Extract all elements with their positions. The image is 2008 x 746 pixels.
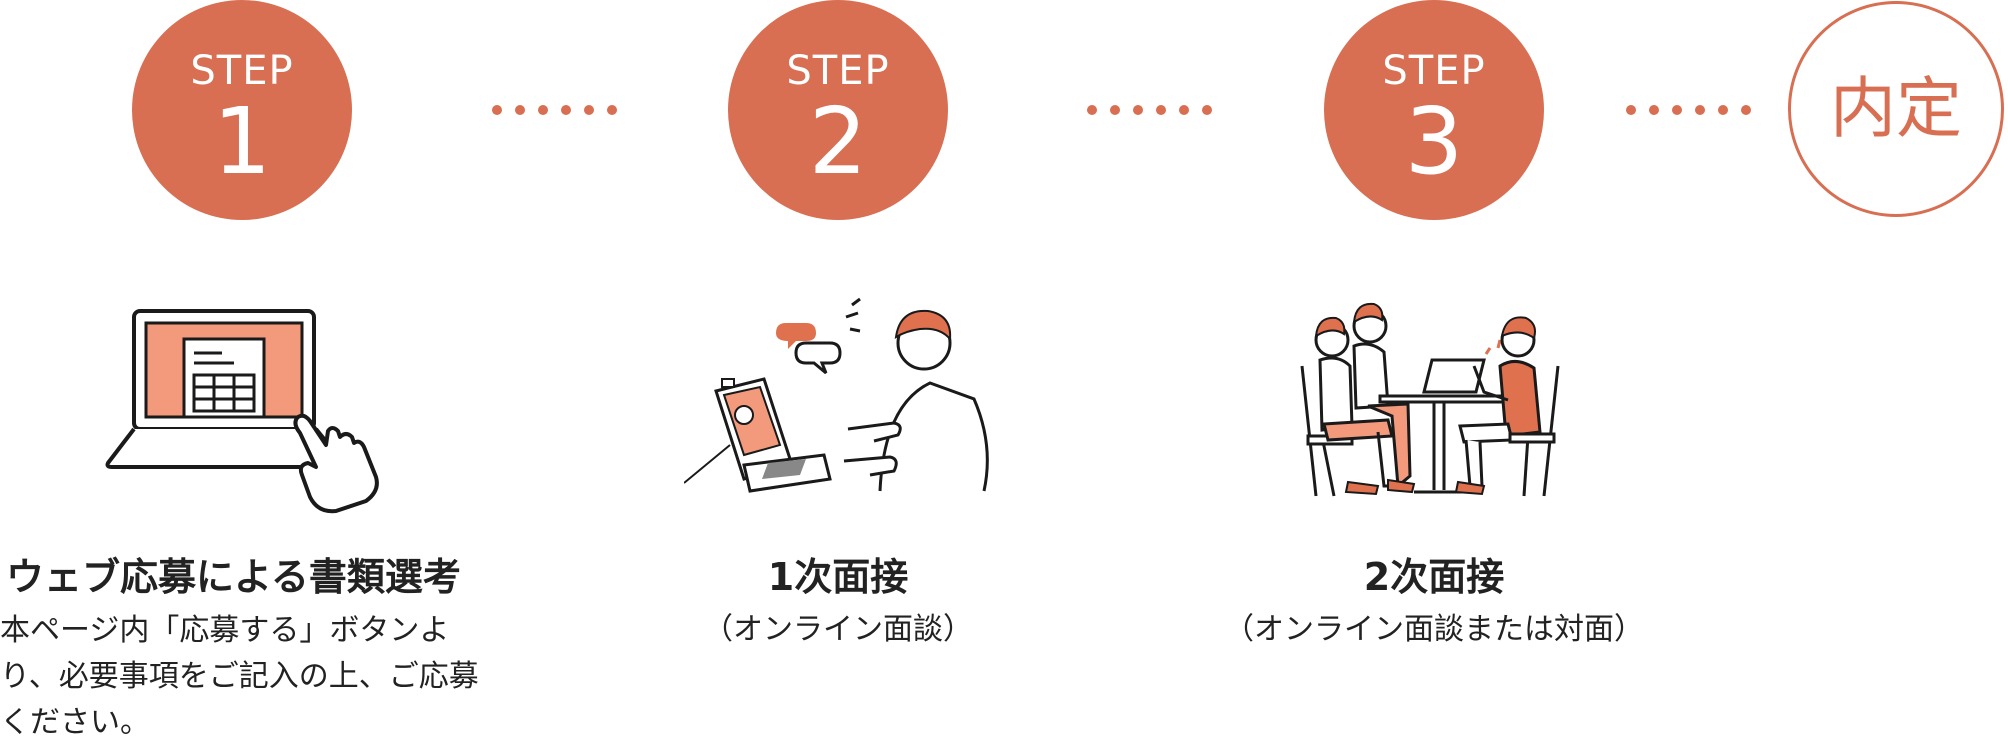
step-1-description: 本ページ内「応募する」ボタンより、必要事項をご記入の上、ご応募ください。 [0, 613, 479, 740]
offer-circle: 内定 [1788, 1, 2004, 217]
step-3-circle: STEP 3 [1324, 0, 1544, 220]
step-2-number: 2 [808, 88, 868, 195]
connector-dots-2 [1087, 105, 1212, 115]
laptop-form-icon [105, 309, 379, 514]
step-3-number: 3 [1404, 88, 1464, 195]
step-3-subtitle: （オンライン面談または対面） [1224, 612, 1644, 647]
step-1-circle: STEP 1 [132, 0, 352, 220]
step-2-circle: STEP 2 [728, 0, 948, 220]
video-call-icon [684, 297, 989, 493]
step-2-title: 1次面接 [767, 555, 909, 599]
step-1-number: 1 [212, 88, 272, 195]
step-3-title: 2次面接 [1363, 555, 1505, 599]
step-2-label: STEP [786, 48, 890, 94]
meeting-table-icon [1300, 302, 1560, 497]
step-1-label: STEP [190, 48, 294, 94]
connector-dots-3 [1626, 105, 1751, 115]
step-2-subtitle: （オンライン面談） [703, 612, 973, 647]
step-1-title: ウェブ応募による書類選考 [6, 555, 461, 599]
connector-dots-1 [492, 105, 617, 115]
step-3-label: STEP [1382, 48, 1486, 94]
